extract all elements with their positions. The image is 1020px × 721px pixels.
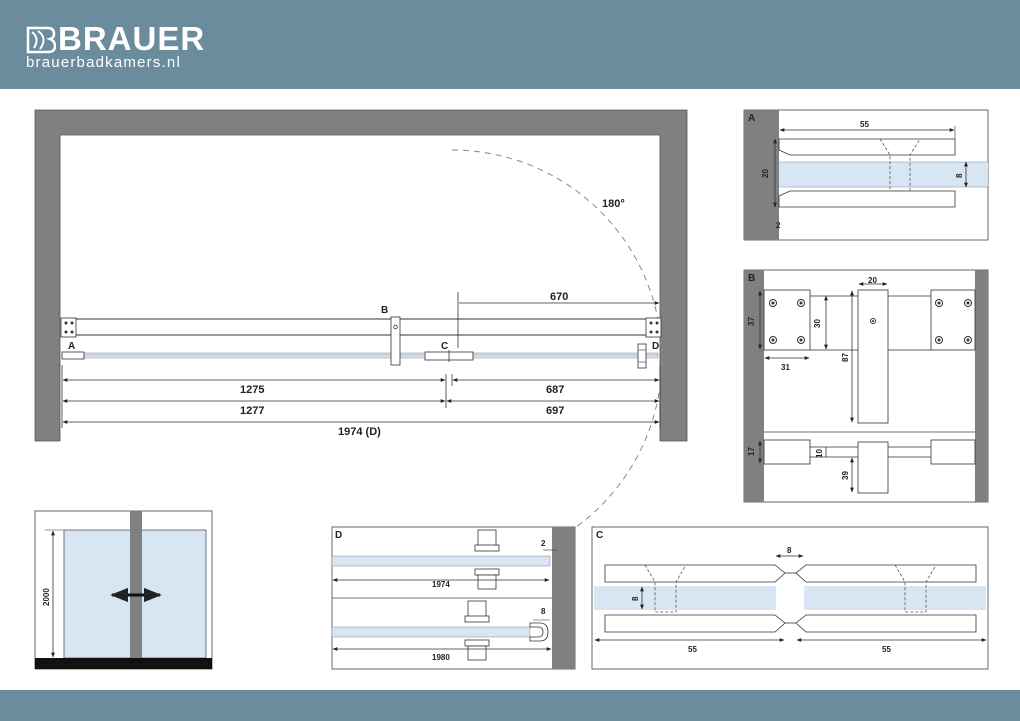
label-a: A	[68, 341, 75, 352]
detail-c-dim-8-top: 8	[787, 546, 792, 555]
detail-b-panel: B 20 37 30 87 31 17 10	[743, 269, 989, 503]
detail-a-dim-55: 55	[860, 120, 869, 129]
detail-c-label: C	[596, 530, 603, 541]
detail-b-dim-20: 20	[868, 276, 877, 285]
door-swing-arc	[451, 149, 663, 531]
detail-a-label: A	[748, 113, 755, 124]
detail-b-dim-37: 37	[747, 317, 756, 326]
detail-c-dim-8-left: 8	[631, 596, 640, 601]
detail-b-dim-10: 10	[815, 449, 824, 458]
dim-697: 697	[546, 405, 564, 417]
glass-sliding	[447, 352, 659, 359]
dim-687: 687	[546, 384, 564, 396]
dim-1275: 1275	[240, 384, 264, 396]
dim-670: 670	[550, 291, 568, 303]
detail-c-dim-55-left: 55	[688, 645, 697, 654]
support-b	[390, 316, 401, 366]
dim-1277: 1277	[240, 405, 264, 417]
detail-a-dim-20: 20	[761, 169, 770, 178]
elevation-panel: 2000	[34, 510, 213, 670]
bracket-right	[645, 317, 662, 338]
brand-url: brauerbadkamers.nl	[26, 54, 182, 71]
detail-d-dim-2: 2	[541, 539, 546, 548]
label-b: B	[381, 305, 388, 316]
detail-d-panel: D 1974 2 8 1980	[331, 526, 576, 670]
detail-b-dim-30: 30	[813, 319, 822, 328]
detail-b-dim-87: 87	[841, 353, 850, 362]
brauer-logo-icon	[26, 26, 56, 54]
brand-name: BRAUER	[58, 20, 206, 57]
detail-d-dim-1974: 1974	[432, 580, 450, 589]
detail-b-dim-39: 39	[841, 471, 850, 480]
detail-d-dim-1980: 1980	[432, 653, 450, 662]
detail-a-panel: A 55 20 8 2	[743, 109, 989, 241]
bracket-left	[60, 317, 77, 338]
header-band: BRAUER brauerbadkamers.nl	[0, 0, 1020, 89]
clamp-d	[637, 343, 647, 369]
angle-label: 180°	[602, 198, 625, 210]
footer-band	[0, 690, 1020, 721]
elevation-height: 2000	[42, 588, 51, 606]
detail-c-panel: C 8 8 55 55	[591, 526, 989, 670]
wall-frame	[34, 109, 688, 442]
label-c: C	[441, 341, 448, 352]
detail-c-dim-55-right: 55	[882, 645, 891, 654]
detail-d-dim-8: 8	[541, 607, 546, 616]
detail-d-label: D	[335, 530, 342, 541]
label-d: D	[652, 341, 659, 352]
detail-b-label: B	[748, 273, 755, 284]
detail-b-dim-31: 31	[781, 363, 790, 372]
dim-1974-d: 1974 (D)	[338, 426, 381, 438]
detail-a-dim-2: 2	[776, 221, 781, 230]
detail-b-dim-17: 17	[747, 447, 756, 456]
clamp-a	[61, 351, 85, 360]
detail-a-dim-8: 8	[955, 173, 964, 178]
